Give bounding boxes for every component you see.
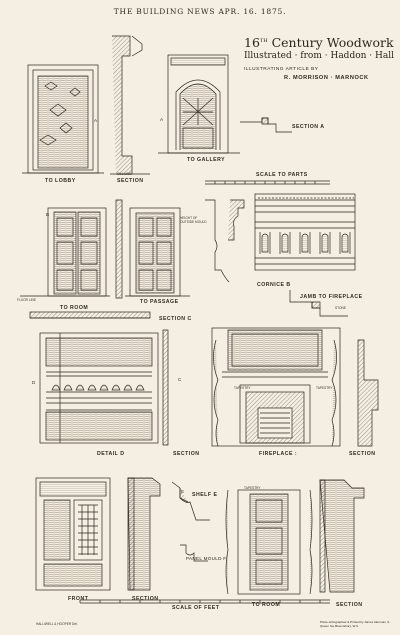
section-cupboard bbox=[127, 477, 161, 591]
title-block: 16TH Century Woodwork Illustrated · from… bbox=[244, 35, 394, 81]
title-suffix: TH bbox=[259, 38, 268, 44]
label-section-5: SECTION bbox=[336, 602, 363, 608]
label-sill-line: SILL LINE bbox=[117, 172, 132, 176]
scale-of-feet-bar bbox=[79, 599, 330, 604]
door-to-passage-elevation bbox=[125, 207, 190, 297]
front-cupboard-elevation bbox=[35, 477, 111, 591]
label-section-3: SECTION bbox=[349, 451, 376, 457]
fireplace-elevation bbox=[211, 327, 341, 447]
mark-d: D bbox=[32, 380, 36, 385]
label-to-passage: TO PASSAGE bbox=[140, 299, 179, 305]
title-author: R. MORRISON · MARNOCK bbox=[284, 75, 369, 82]
section-lobby bbox=[110, 35, 150, 175]
section-a-profile bbox=[240, 117, 292, 133]
title-line-3: ILLUSTRATING ARTICLE BY bbox=[244, 67, 319, 73]
label-detail-d: DETAIL D bbox=[97, 451, 125, 457]
panel-mould-f-profile bbox=[180, 544, 208, 562]
label-stone: STONE bbox=[335, 306, 346, 310]
mark-a-1: A bbox=[94, 118, 98, 123]
label-to-lobby: TO LOBBY bbox=[45, 178, 76, 184]
section-door-room-2 bbox=[319, 479, 365, 593]
label-panel-mould-f: PANEL MOULD F bbox=[186, 556, 227, 561]
label-section-a: SECTION A bbox=[292, 124, 325, 130]
label-tapestry-3: TAPESTRY bbox=[244, 486, 261, 490]
printer-left: HALLIWELL & HOOPER Del. bbox=[36, 622, 78, 626]
label-jamb-to-fireplace: JAMB TO FIREPLACE bbox=[300, 294, 363, 300]
detail-d-panel bbox=[39, 332, 159, 444]
label-scale-of-feet: SCALE OF FEET bbox=[172, 605, 220, 611]
title-main: Century Woodwork bbox=[271, 35, 394, 51]
scale-to-parts bbox=[205, 180, 330, 185]
label-section-1: SECTION bbox=[117, 178, 144, 184]
journal-header: THE BUILDING NEWS APR. 16. 1875. bbox=[113, 7, 287, 16]
mark-b: B bbox=[46, 212, 50, 217]
door-to-room-2-elevation bbox=[225, 489, 313, 595]
cornice-b-profile bbox=[205, 199, 245, 283]
label-floor-line: FLOOR LINE bbox=[17, 298, 36, 302]
label-section-c: SECTION C bbox=[159, 316, 192, 322]
label-tapestry-2: TAPESTRY bbox=[316, 386, 333, 390]
title-line-2: Illustrated · from · Haddon · Hall bbox=[244, 51, 394, 62]
label-tapestry-1: TAPESTRY bbox=[234, 386, 251, 390]
section-door-room bbox=[115, 199, 123, 299]
label-height-note: HEIGHT OF OUTSIDE MOULD bbox=[180, 216, 207, 224]
section-fireplace bbox=[357, 339, 379, 447]
label-section-2: SECTION bbox=[173, 451, 200, 457]
label-cornice-b: CORNICE B bbox=[257, 282, 291, 288]
label-to-gallery: TO GALLERY bbox=[187, 157, 226, 163]
jamb-fireplace-profile bbox=[289, 290, 348, 317]
mark-c: C bbox=[178, 377, 182, 382]
label-front: FRONT bbox=[68, 596, 89, 602]
label-section-4: SECTION bbox=[132, 596, 159, 602]
mark-e: E bbox=[181, 489, 185, 494]
label-fireplace: FIREPLACE : bbox=[259, 451, 298, 457]
mark-a-2: A bbox=[160, 117, 164, 122]
title-line-1: 16TH Century Woodwork bbox=[244, 35, 394, 49]
title-century: 16 bbox=[244, 35, 260, 51]
door-to-gallery-elevation bbox=[158, 54, 240, 154]
printer-right: Photo-Lithographed & Printed by James Ak… bbox=[320, 620, 391, 628]
section-c-strip bbox=[29, 311, 151, 319]
door-to-lobby-elevation bbox=[22, 64, 104, 174]
label-to-room-2: TO ROOM bbox=[252, 602, 281, 608]
label-to-room-1: TO ROOM bbox=[60, 305, 89, 311]
label-scale-to-parts: SCALE TO PARTS bbox=[256, 172, 308, 178]
section-detail-d bbox=[162, 329, 169, 446]
shelf-e-profile bbox=[171, 481, 210, 521]
cornice-frieze bbox=[254, 193, 356, 271]
label-shelf-e: SHELF E bbox=[192, 492, 218, 498]
door-to-room-elevation bbox=[20, 207, 110, 297]
